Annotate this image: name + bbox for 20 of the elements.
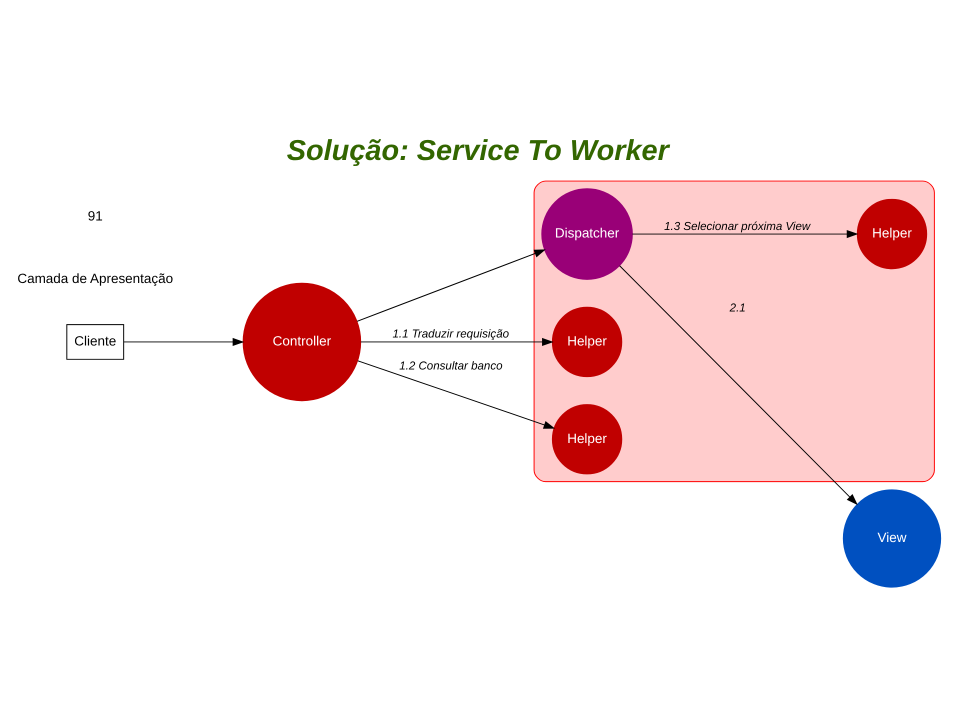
node-circle: Controller [242, 282, 362, 401]
arrow [123, 337, 244, 346]
edge-label: 1.2 Consultar banco [399, 360, 503, 372]
edge-label: 1.3 Selecionar próxima View [664, 220, 810, 232]
node-circle: Helper [856, 198, 928, 269]
node-box: Cliente [66, 324, 124, 360]
diagram-title: Solução: Service To Worker [286, 134, 669, 166]
edge-label: 1.1 Traduzir requisição [392, 328, 510, 340]
arrow [360, 337, 554, 346]
edge-label: 2.1 [730, 302, 746, 314]
arrow [357, 360, 556, 428]
node-circle: Helper [552, 306, 622, 377]
label: Camada de Apresentação [17, 270, 174, 286]
arrow [619, 264, 858, 505]
arrow [356, 248, 546, 322]
node-circle: Dispatcher [541, 188, 633, 280]
node-circle: Helper [552, 404, 622, 474]
node-circle: View [842, 488, 942, 588]
label: 91 [88, 208, 103, 223]
arrow [632, 230, 858, 238]
